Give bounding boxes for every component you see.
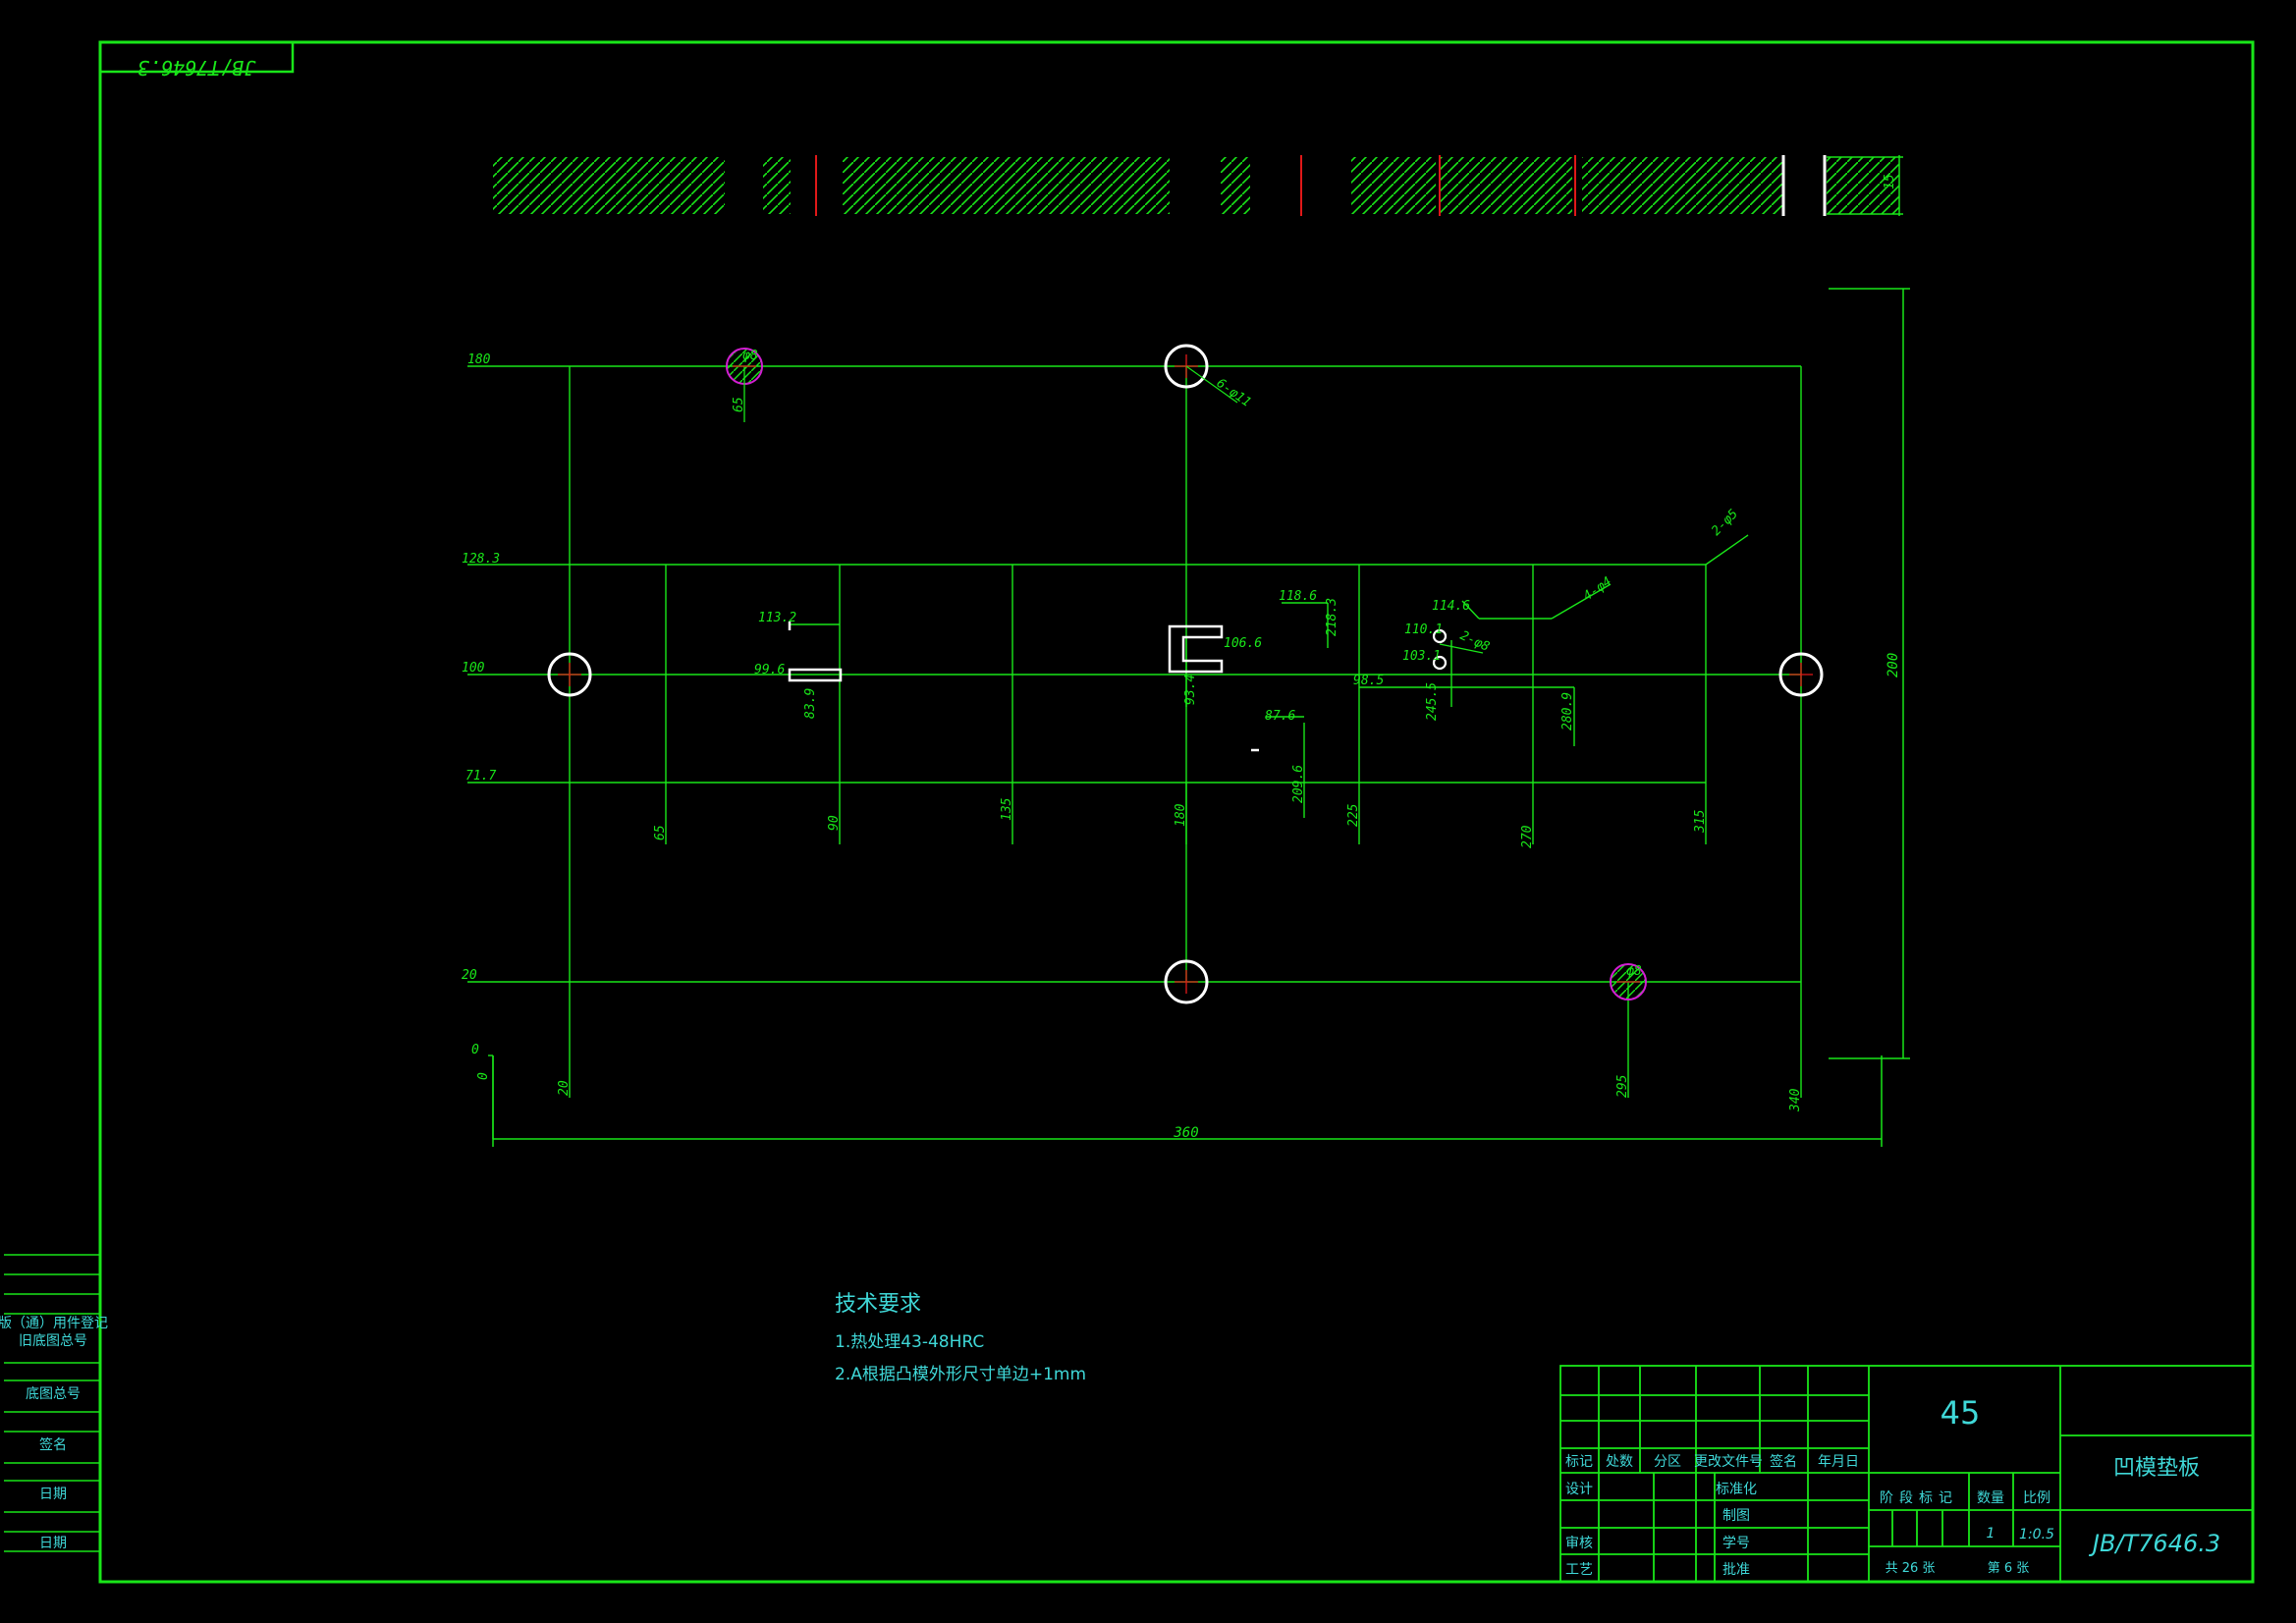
- dim-2455: 245.5: [1425, 682, 1440, 721]
- dim-total-height: 200: [1886, 653, 1901, 677]
- dim-x295: 295: [1615, 1074, 1630, 1098]
- left-label-3: 底图总号: [26, 1386, 81, 1402]
- left-archive-block: [4, 1254, 100, 1552]
- dim-2809: 280.9: [1560, 692, 1575, 730]
- callout-4phi4: 4-φ4: [1581, 574, 1614, 604]
- tb-weight-label: 数量: [1977, 1490, 2004, 1506]
- tb-stage-label: 阶段标记: [1880, 1490, 1958, 1506]
- dim-x135: 135: [1000, 797, 1014, 821]
- dim-y0: 0: [471, 1043, 479, 1057]
- tb-material: 45: [1941, 1394, 1981, 1432]
- tech-req-line2: 2.A根据凸模外形尺寸单边+1mm: [835, 1365, 1086, 1384]
- tech-req-heading: 技术要求: [835, 1292, 921, 1317]
- tb-h-docno: 更改文件号: [1694, 1454, 1763, 1470]
- callout-6phi11: 6-φ11: [1214, 376, 1254, 410]
- dim-x180: 180: [1174, 803, 1188, 827]
- dim-x65: 65: [653, 825, 668, 840]
- left-label-5: 日期: [39, 1487, 67, 1502]
- tech-req-line1: 1.热处理43-48HRC: [835, 1332, 984, 1352]
- dim-x225: 225: [1346, 803, 1361, 827]
- dim-932: 93.4: [1183, 675, 1198, 705]
- dim-x340: 340: [1788, 1088, 1803, 1112]
- dim-1132: 113.2: [758, 611, 796, 625]
- callout-phi8-top: φ8: [742, 349, 758, 363]
- section-view: [493, 155, 1903, 216]
- dim-876: 87.6: [1265, 709, 1295, 724]
- dim-y100: 100: [462, 661, 485, 676]
- dim-839: 83.9: [803, 688, 818, 719]
- callout-2phi5: 2-φ5: [1709, 507, 1741, 539]
- drawing-frame: [98, 40, 2255, 1584]
- tb-drawing-no: JB/T7646.3: [2089, 1530, 2220, 1557]
- dim-x315: 315: [1693, 809, 1708, 834]
- tb-r-proof: 学号: [1722, 1536, 1750, 1551]
- tb-h-count: 处数: [1606, 1454, 1633, 1470]
- dim-1031: 103.1: [1402, 649, 1441, 664]
- tb-r-design: 设计: [1565, 1482, 1593, 1497]
- tb-r-std: 标准化: [1716, 1482, 1757, 1497]
- tb-r-check: 审核: [1565, 1536, 1593, 1551]
- tb-h-mark: 标记: [1565, 1454, 1593, 1470]
- large-holes: [547, 344, 1824, 1004]
- tb-h-zone: 分区: [1654, 1454, 1681, 1470]
- dim-2183: 218.3: [1325, 598, 1339, 636]
- tb-r-approve: 批准: [1722, 1562, 1750, 1578]
- tb-h-date: 年月日: [1818, 1454, 1859, 1470]
- top-code-label: JB/T7646.3: [137, 56, 256, 80]
- small-features: [788, 365, 1448, 752]
- tb-scale-val: 1:0.5: [2019, 1527, 2054, 1542]
- dim-x90: 90: [827, 815, 842, 831]
- dim-x270: 270: [1520, 825, 1535, 848]
- dim-y180: 180: [467, 352, 491, 367]
- pin-holes: [726, 348, 1647, 1001]
- dim-pin-65: 65: [732, 397, 746, 412]
- dim-1101: 110.1: [1404, 622, 1443, 637]
- dim-1186: 118.6: [1279, 589, 1317, 604]
- tb-part-name: 凹模垫板: [2113, 1456, 2200, 1481]
- dim-985: 98.5: [1353, 674, 1384, 688]
- dim-thickness: 15: [1883, 174, 1897, 189]
- left-label-1: 版（通）用件登记: [0, 1316, 108, 1331]
- top-code-box: [98, 40, 295, 74]
- callout-phi8-bot: φ8: [1626, 964, 1642, 979]
- tb-weight-val: 1: [1987, 1526, 1995, 1542]
- left-label-2: 旧底图总号: [19, 1333, 87, 1349]
- dim-total-width: 360: [1173, 1125, 1198, 1141]
- plate-layout: [467, 365, 1802, 1139]
- tb-sheets-total: 共 26 张: [1886, 1561, 1936, 1576]
- left-label-4: 签名: [39, 1436, 67, 1453]
- dim-y20: 20: [462, 968, 477, 983]
- tb-h-sign: 签名: [1770, 1453, 1797, 1470]
- dim-2096: 209.6: [1291, 765, 1306, 803]
- dim-1146: 114.6: [1432, 599, 1470, 614]
- left-label-6: 日期: [39, 1536, 67, 1551]
- dim-y128: 128.3: [462, 552, 500, 567]
- dim-x20: 20: [557, 1080, 572, 1096]
- tb-sheet-no: 第 6 张: [1988, 1561, 2030, 1576]
- dim-height-line: [1829, 288, 1910, 1059]
- tb-r-process: 工艺: [1565, 1562, 1593, 1578]
- dim-1066: 106.6: [1224, 636, 1262, 651]
- dim-y717: 71.7: [465, 769, 496, 784]
- tb-r-draw: 制图: [1722, 1508, 1750, 1524]
- dim-x0: 0: [476, 1072, 491, 1080]
- title-block: [1559, 1365, 2254, 1583]
- dim-996: 99.6: [754, 663, 785, 677]
- tb-scale-label: 比例: [2023, 1490, 2050, 1506]
